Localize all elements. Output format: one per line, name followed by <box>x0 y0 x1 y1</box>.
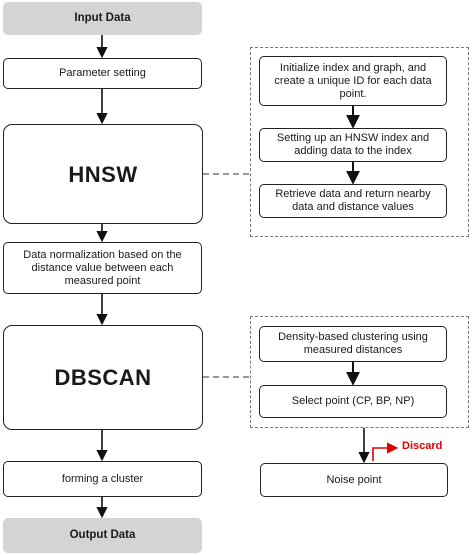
hnsw-detail-group <box>250 47 469 237</box>
discard-label: Discard <box>402 440 443 452</box>
forming-cluster-box: forming a cluster <box>3 461 202 497</box>
dbscan-box: DBSCAN <box>3 325 203 430</box>
parameter-setting-box: Parameter setting <box>3 58 202 89</box>
hnsw-step-retrieve: Retrieve data and return nearby data and… <box>259 184 447 218</box>
normalization-box: Data normalization based on the distance… <box>3 242 202 294</box>
output-data-box: Output Data <box>3 518 202 553</box>
hnsw-step-index: Setting up an HNSW index and adding data… <box>259 128 447 162</box>
noise-point-box: Noise point <box>260 463 448 497</box>
arrow-discard <box>372 442 399 461</box>
hnsw-step-initialize: Initialize index and graph, and create a… <box>259 56 447 106</box>
dbscan-step-density: Density-based clustering using measured … <box>259 326 447 362</box>
dbscan-detail-group <box>250 316 469 428</box>
hnsw-box: HNSW <box>3 124 203 224</box>
input-data-box: Input Data <box>3 2 202 35</box>
dbscan-step-select-point: Select point (CP, BP, NP) <box>259 385 447 418</box>
